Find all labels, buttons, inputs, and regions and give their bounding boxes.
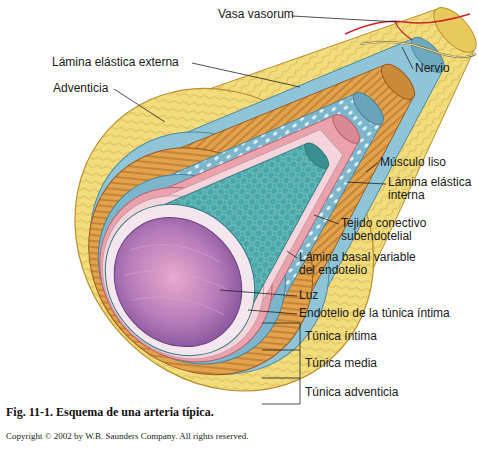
- lumen-texture: [125, 245, 228, 315]
- internal-elastic-layer: [59, 88, 388, 403]
- tunic-brackets: [262, 323, 300, 404]
- part-label: Lámina elástica externa: [52, 56, 179, 69]
- figure-caption: Fig. 11-1. Esquema de una arteria típica…: [6, 405, 214, 420]
- vasa-vasorum-vessel: [345, 14, 470, 34]
- part-label: Endotelio de la túnica íntima: [299, 307, 450, 320]
- tunic-label: Túnica íntima: [305, 330, 377, 343]
- part-label: Lámina elástica interna: [388, 176, 478, 202]
- nerve-fiber-core: [360, 42, 476, 57]
- part-label: Nervio: [415, 62, 450, 75]
- tunic-label: Túnica adventicia: [305, 386, 398, 399]
- part-label: Luz: [299, 289, 318, 302]
- nerve-fiber: [360, 42, 476, 57]
- vasa-vasorum-branch: [395, 22, 412, 40]
- tunic-label: Túnica media: [305, 357, 377, 370]
- copyright-note: Copyright © 2002 by W.B. Saunders Compan…: [6, 431, 249, 442]
- endothelium-layer: [74, 139, 332, 386]
- part-label: Vasa vasorum: [218, 8, 294, 21]
- part-label: Músculo liso: [380, 156, 446, 169]
- adventitia-layer: [13, 1, 478, 453]
- part-label: Tejido conectivo subendotelial: [341, 217, 466, 243]
- part-label: Lámina basal variable del endotelio: [299, 251, 434, 277]
- part-label: Adventicia: [53, 82, 108, 95]
- lumen: [88, 191, 268, 372]
